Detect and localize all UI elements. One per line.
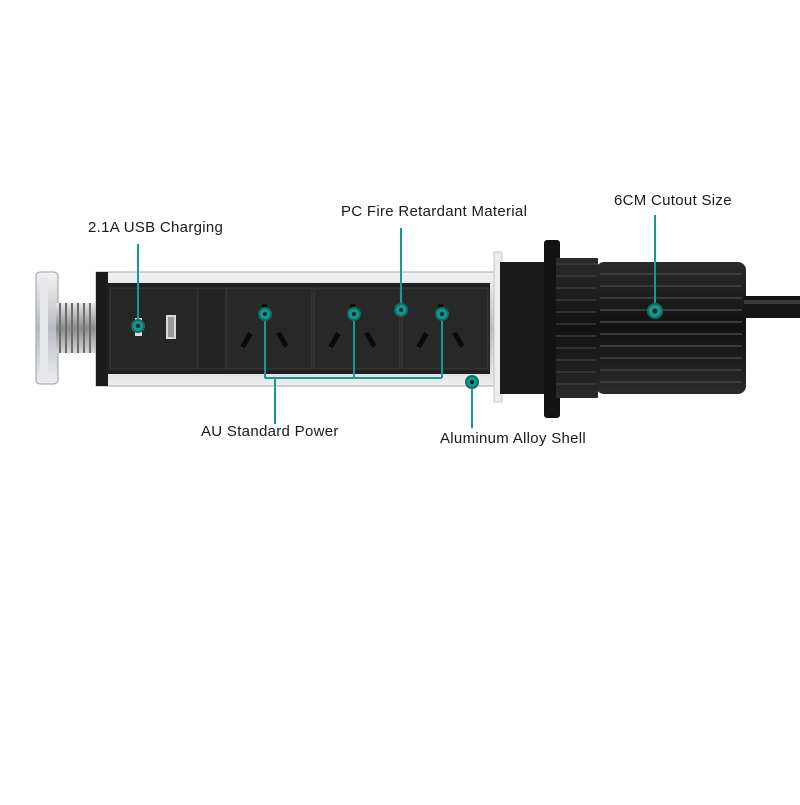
callout-pc-material: PC Fire Retardant Material [341,203,528,220]
power-cable [744,296,800,318]
callout-cutout-size: 6CM Cutout Size [614,192,732,209]
mounting-cap [493,240,746,418]
outlet-panel [106,283,490,374]
callout-usb-charging: 2.1A USB Charging [88,219,224,236]
au-outlet-3 [401,287,489,370]
callout-lines [137,215,656,428]
spring [56,303,98,353]
end-cap-disc [35,271,59,385]
callout-aluminum-shell: Aluminum Alloy Shell [440,430,587,447]
au-outlet-1 [225,287,313,370]
usb-module [109,287,199,370]
callout-au-power: AU Standard Power [201,423,339,440]
callout-markers [131,303,663,389]
au-outlet-2 [313,287,401,370]
